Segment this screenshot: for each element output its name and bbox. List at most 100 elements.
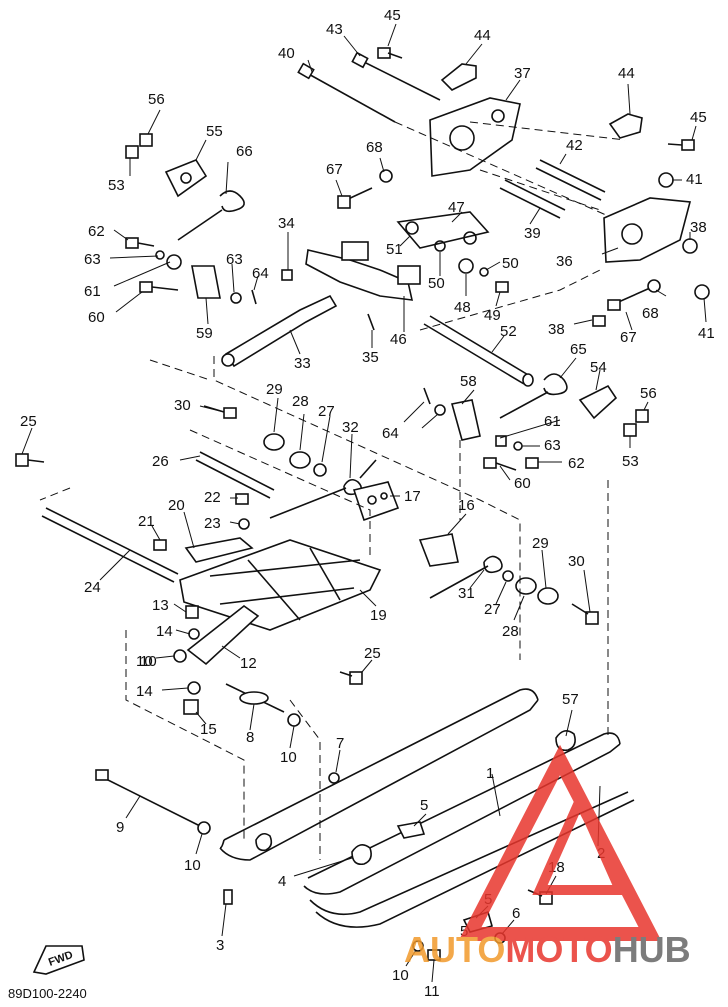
- callout-label: 36: [556, 253, 573, 270]
- callout-label: 27: [484, 601, 501, 618]
- callout-label: 10: [140, 653, 157, 670]
- callout-label: 14: [136, 683, 153, 700]
- callout-label: 29: [532, 535, 549, 552]
- callout-label: 62: [568, 455, 585, 472]
- callout-label: 16: [458, 497, 475, 514]
- callout-label: 48: [454, 299, 471, 316]
- callout-label: 30: [174, 397, 191, 414]
- callout-label: 10: [392, 967, 409, 984]
- callout-label: 7: [336, 735, 344, 752]
- callout-label: 41: [686, 171, 703, 188]
- callout-label: 64: [382, 425, 399, 442]
- callout-label: 50: [428, 275, 445, 292]
- callout-label: 24: [84, 579, 101, 596]
- callout-label: 38: [690, 219, 707, 236]
- callout-label: 19: [370, 607, 387, 624]
- callout-label: 44: [618, 65, 635, 82]
- leader-lines: [21, 23, 707, 983]
- fwd-arrow-shape: [32, 945, 85, 975]
- callout-label: 25: [364, 645, 381, 662]
- callout-label: 39: [524, 225, 541, 242]
- callout-labels: 1 2 3 4 5 5 5 6 7 8 9 10 10 10 10 10 11 …: [20, 7, 715, 1000]
- callout-label: 60: [88, 309, 105, 326]
- callout-label: 50: [502, 255, 519, 272]
- callout-label: 49: [484, 307, 501, 324]
- callout-label: 60: [514, 475, 531, 492]
- callout-label: 27: [318, 403, 335, 420]
- callout-label: 3: [216, 937, 224, 954]
- callout-label: 5: [420, 797, 428, 814]
- callout-label: 59: [196, 325, 213, 342]
- callout-label: 28: [502, 623, 519, 640]
- callout-label: 9: [116, 819, 124, 836]
- callout-label: 35: [362, 349, 379, 366]
- callout-label: 22: [204, 489, 221, 506]
- callout-label: 67: [620, 329, 637, 346]
- callout-label: 32: [342, 419, 359, 436]
- callout-label: 45: [690, 109, 707, 126]
- callout-label: 37: [514, 65, 531, 82]
- callout-label: 4: [278, 873, 286, 890]
- callout-label: 21: [138, 513, 155, 530]
- callout-label: 15: [200, 721, 217, 738]
- callout-label: 8: [246, 729, 254, 746]
- callout-label: 38: [548, 321, 565, 338]
- callout-label: 25: [20, 413, 37, 430]
- callout-label: 53: [622, 453, 639, 470]
- callout-label: 46: [390, 331, 407, 348]
- callout-label: 56: [640, 385, 657, 402]
- callout-label: 51: [386, 241, 403, 258]
- callout-label: 13: [152, 597, 169, 614]
- callout-label: 23: [204, 515, 221, 532]
- callout-label: 17: [404, 488, 421, 505]
- callout-label: 55: [206, 123, 223, 140]
- callout-label: 40: [278, 45, 295, 62]
- callout-label: 41: [698, 325, 715, 342]
- callout-label: 10: [136, 653, 153, 670]
- automotohub-watermark-logo: AUTOMOTOHUB: [404, 744, 691, 970]
- callout-label: 68: [366, 139, 383, 156]
- part-drawings: [15, 47, 710, 975]
- watermark-inner-triangle: [532, 787, 628, 895]
- callout-label: 6: [512, 905, 520, 922]
- callout-label: 63: [84, 251, 101, 268]
- callout-label: 45: [384, 7, 401, 24]
- callout-label: 58: [460, 373, 477, 390]
- callout-label: 66: [236, 143, 253, 160]
- callout-label: 10: [280, 749, 297, 766]
- callout-label: 29: [266, 381, 283, 398]
- callout-label: 42: [566, 137, 583, 154]
- callout-label: 57: [562, 691, 579, 708]
- callout-label: 12: [240, 655, 257, 672]
- callout-label: 53: [108, 177, 125, 194]
- callout-label: 20: [168, 497, 185, 514]
- callout-label: 10: [184, 857, 201, 874]
- callout-label: 1: [486, 765, 494, 782]
- callout-label: 26: [152, 453, 169, 470]
- callout-label: 30: [568, 553, 585, 570]
- callout-label: 56: [148, 91, 165, 108]
- watermark-text-auto: AUTOMOTOHUB: [404, 929, 691, 970]
- callout-label: 43: [326, 21, 343, 38]
- callout-label: 65: [570, 341, 587, 358]
- callout-label: 54: [590, 359, 607, 376]
- callout-label: 31: [458, 585, 475, 602]
- callout-label: 11: [424, 983, 440, 1000]
- callout-label: 67: [326, 161, 343, 178]
- callout-label: 28: [292, 393, 309, 410]
- callout-label: 61: [84, 283, 101, 300]
- callout-label: 33: [294, 355, 311, 372]
- callout-label: 63: [226, 251, 243, 268]
- callout-label: 63: [544, 437, 561, 454]
- callout-label: 52: [500, 323, 517, 340]
- diagram-code: 89D100-2240: [8, 986, 87, 1001]
- callout-label: 68: [642, 305, 659, 322]
- callout-label: 44: [474, 27, 491, 44]
- callout-label: 62: [88, 223, 105, 240]
- callout-label: 14: [156, 623, 173, 640]
- callout-label: 61: [544, 413, 561, 430]
- callout-label: 64: [252, 265, 269, 282]
- callout-label: 47: [448, 199, 465, 216]
- callout-label: 34: [278, 215, 295, 232]
